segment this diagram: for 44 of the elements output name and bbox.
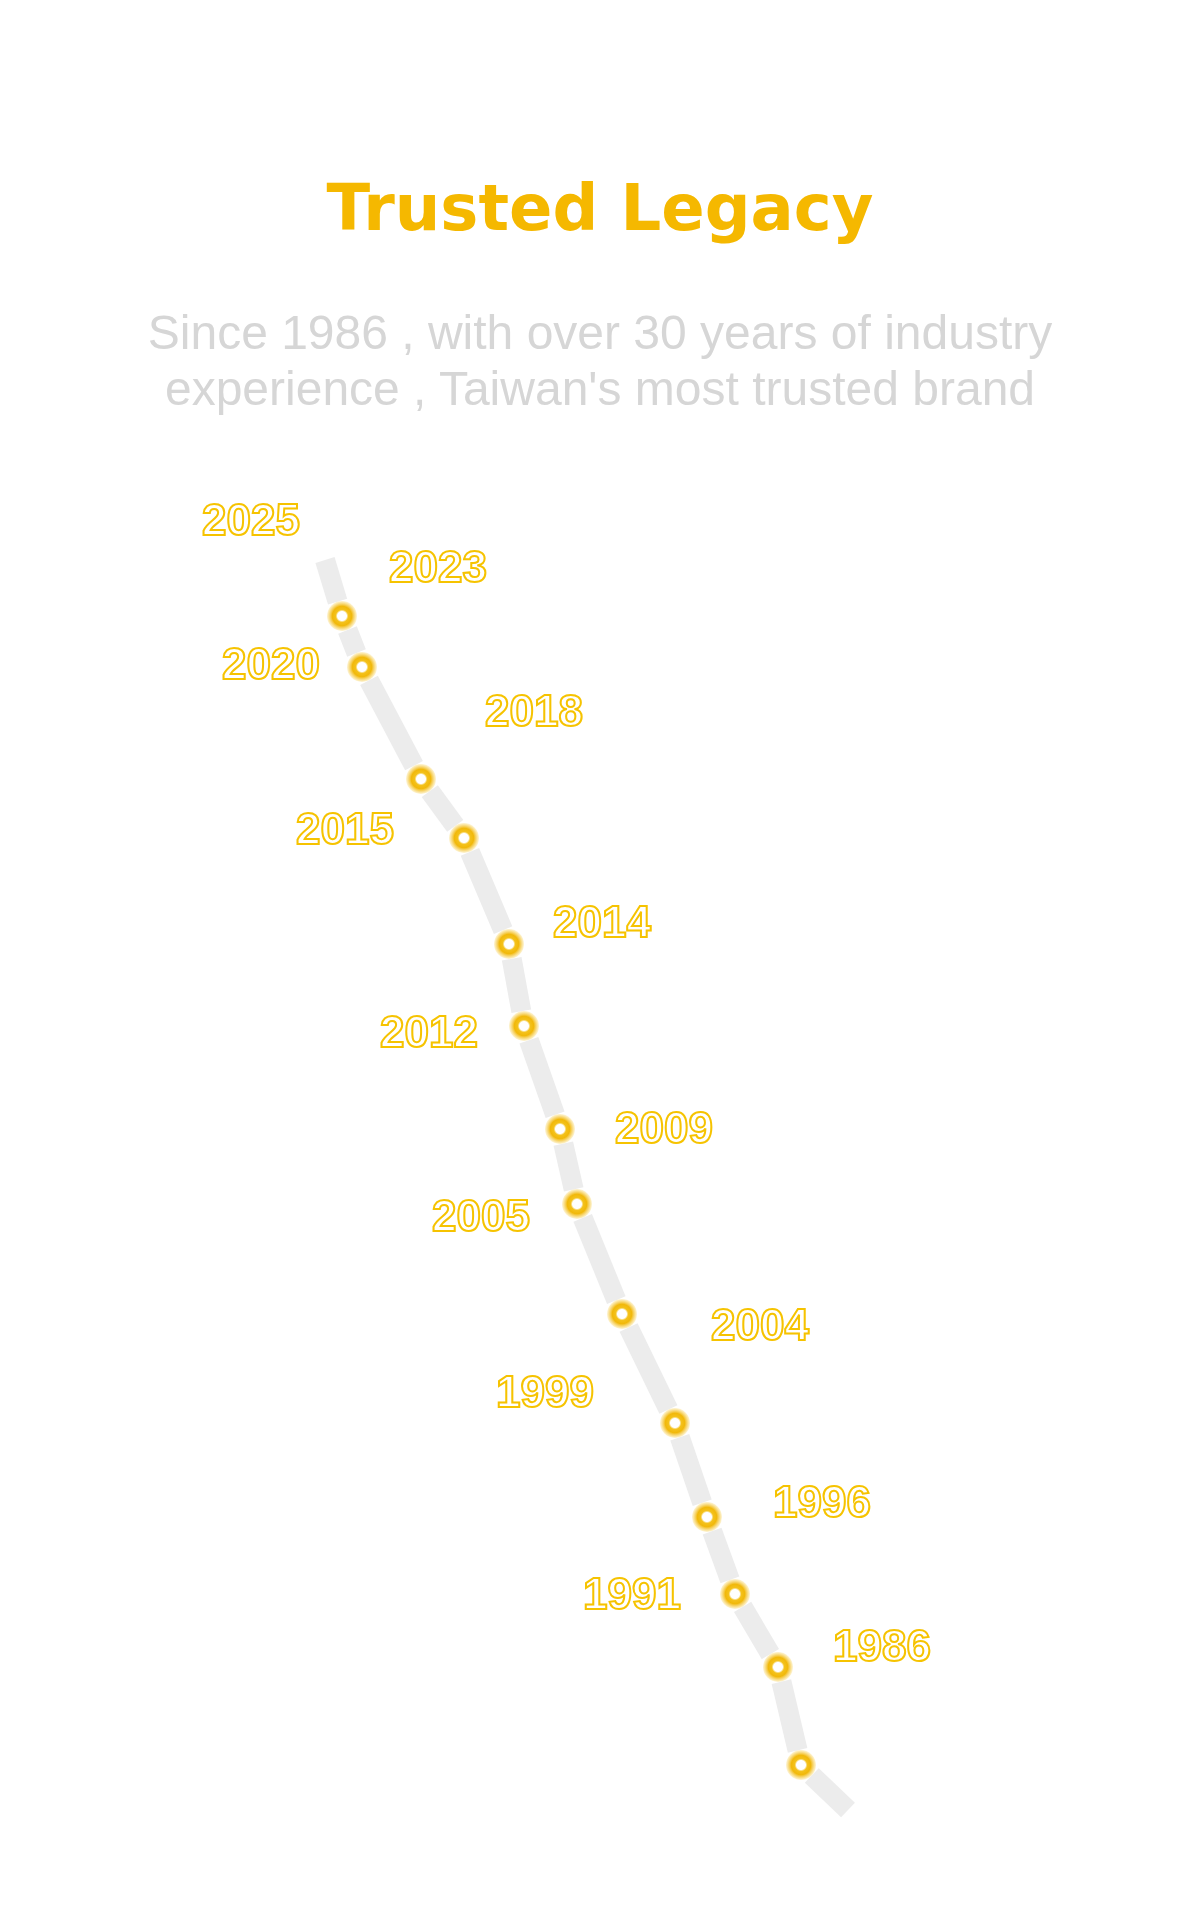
timeline-line [519, 1036, 565, 1119]
timeline-dot-icon [720, 1579, 750, 1609]
timeline-line [338, 626, 366, 657]
timeline-line [501, 957, 532, 1013]
year-label: 2015 [296, 807, 394, 851]
timeline-line [670, 1433, 712, 1507]
timeline-dot-icon [509, 1011, 539, 1041]
timeline-line [734, 1601, 779, 1660]
year-label: 2004 [711, 1303, 809, 1347]
year-label: 2018 [485, 689, 583, 733]
timeline-dot-icon [449, 823, 479, 853]
timeline-line [804, 1768, 855, 1818]
year-label: 2025 [202, 498, 300, 542]
timeline-line [421, 785, 464, 832]
timeline-dot-icon [607, 1299, 637, 1329]
year-label: 2005 [432, 1194, 530, 1238]
year-label: 2014 [553, 900, 651, 944]
title: Trusted Legacy [326, 170, 874, 247]
timeline-dot-icon [545, 1114, 575, 1144]
timeline-dot-icon [406, 764, 436, 794]
timeline-line [360, 675, 423, 771]
timeline-line [460, 847, 513, 935]
timeline-dot-icon [786, 1750, 816, 1780]
timeline-dot-icon [763, 1652, 793, 1682]
timeline-dot-icon [562, 1189, 592, 1219]
year-label: 1999 [496, 1370, 594, 1414]
timeline-dot-icon [660, 1408, 690, 1438]
year-label: 1986 [833, 1624, 931, 1668]
year-label: 2009 [615, 1106, 713, 1150]
timeline-dot-icon [327, 601, 357, 631]
year-label: 1996 [773, 1480, 871, 1524]
year-label: 2023 [389, 545, 487, 589]
year-label: 2012 [380, 1010, 478, 1054]
timeline-dot-icon [494, 929, 524, 959]
year-label: 2020 [222, 642, 320, 686]
timeline-line [771, 1679, 808, 1753]
timeline-line [573, 1214, 626, 1304]
timeline-dot-icon [347, 652, 377, 682]
timeline-line [702, 1527, 740, 1584]
timeline-line [315, 557, 348, 605]
year-label: 1991 [583, 1572, 681, 1616]
timeline-dot-icon [692, 1502, 722, 1532]
timeline-line [619, 1323, 678, 1414]
timeline-line [553, 1141, 584, 1192]
